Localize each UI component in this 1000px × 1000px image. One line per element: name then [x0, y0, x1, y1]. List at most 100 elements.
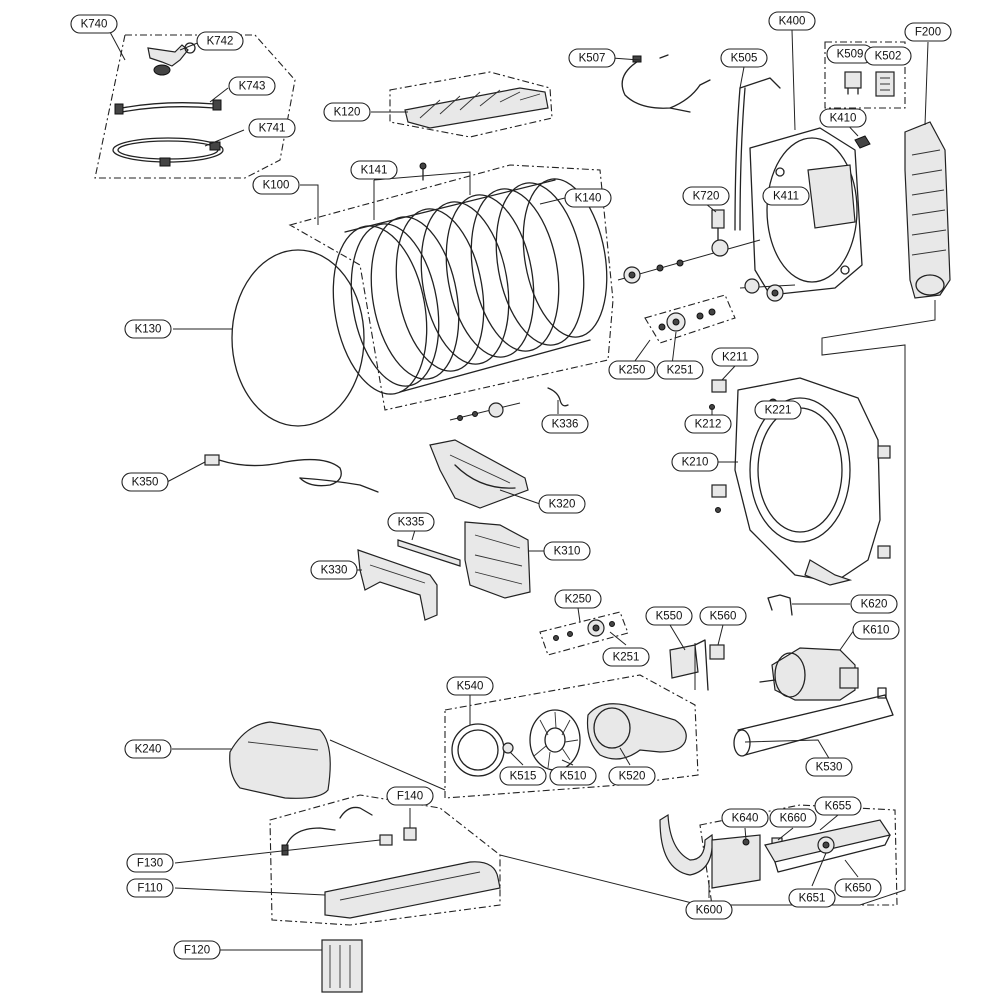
label-k502: K502	[864, 46, 912, 66]
part-k505-tube	[734, 77, 781, 231]
label-k330: K330	[310, 560, 358, 580]
label-k250b: K250	[554, 589, 602, 609]
part-k515-nut	[502, 742, 514, 754]
part-k210-front-bulkhead	[734, 377, 881, 586]
label-k620: K620	[850, 594, 898, 614]
group-outline-hoses	[94, 34, 296, 179]
part-k720-sensor	[711, 209, 725, 243]
label-text: K651	[799, 893, 826, 905]
part-k251-roller-upper	[658, 308, 716, 332]
part-k310-lint-filter	[464, 521, 531, 599]
label-text: K411	[773, 191, 799, 203]
label-text: K520	[619, 771, 646, 783]
label-k240: K240	[124, 739, 172, 759]
part-k140-drum	[332, 178, 608, 395]
label-k350: K350	[121, 472, 169, 492]
group-outline-heater	[269, 794, 501, 926]
label-text: F120	[184, 945, 210, 957]
label-text: K221	[765, 405, 792, 417]
label-text: F130	[137, 858, 163, 870]
part-k560-switch	[709, 644, 725, 660]
part-k550-bracket	[669, 639, 709, 691]
label-k130: K130	[124, 319, 172, 339]
label-text: K330	[321, 565, 348, 577]
part-k250-roller-lower	[553, 619, 615, 641]
part-k130-drum-seal	[231, 249, 365, 427]
label-k507: K507	[568, 48, 616, 68]
part-k742-y-connector	[147, 42, 196, 76]
part-k141-screw	[419, 162, 427, 181]
label-k251b: K251	[602, 647, 650, 667]
label-text: K509	[837, 49, 864, 61]
label-f140: F140	[386, 786, 434, 806]
part-f110-heater-housing	[324, 861, 501, 919]
label-k210: K210	[671, 452, 719, 472]
part-k410-part	[854, 135, 871, 149]
label-k400: K400	[768, 11, 816, 31]
label-k720: K720	[682, 186, 730, 206]
label-k743: K743	[228, 76, 276, 96]
label-k651: K651	[788, 888, 836, 908]
part-f140-thermostat	[379, 827, 417, 846]
connector-line-k240	[329, 739, 446, 791]
label-text: F110	[137, 883, 162, 895]
label-text: K130	[135, 324, 162, 336]
part-k540-gasket	[451, 723, 505, 777]
label-text: K742	[207, 36, 234, 48]
label-k100: K100	[252, 175, 300, 195]
label-k655: K655	[814, 796, 862, 816]
label-text: K100	[263, 180, 290, 192]
connector-line-base	[499, 854, 701, 906]
label-text: K120	[334, 107, 361, 119]
label-k211: K211	[711, 347, 759, 367]
group-outline-k250-upper	[644, 294, 736, 344]
part-roller-shaft-lower	[449, 402, 521, 421]
group-outline-blower	[444, 674, 699, 799]
part-k350-power-cord	[204, 454, 379, 493]
label-k540: K540	[446, 676, 494, 696]
part-k530-duct-tube	[733, 687, 894, 757]
label-k251a: K251	[656, 360, 704, 380]
label-text: K507	[579, 53, 606, 65]
label-k600: K600	[685, 900, 733, 920]
label-text: K336	[552, 419, 579, 431]
label-text: K400	[779, 16, 806, 28]
part-k509-switch	[844, 71, 862, 95]
label-k505: K505	[720, 48, 768, 68]
part-k510-blower-wheel	[529, 709, 581, 771]
part-k400-rear-bulkhead	[749, 127, 863, 296]
label-text: F200	[915, 27, 941, 39]
part-k651-pulley	[817, 836, 835, 854]
label-k510: K510	[549, 766, 597, 786]
part-k336-spring	[547, 387, 569, 407]
part-k741-hose-coil	[112, 137, 224, 167]
part-roller-shaft-mid	[739, 278, 796, 302]
label-f110: F110	[126, 878, 174, 898]
leader-lines	[109, 29, 929, 951]
label-text: K640	[732, 813, 759, 825]
label-text: K212	[695, 419, 722, 431]
part-labels: K740K742K743K741K120K141K100K140K130K507…	[70, 11, 952, 960]
part-k520-blower-housing	[586, 703, 687, 760]
part-k502-connector	[875, 71, 895, 97]
label-text: K251	[613, 652, 640, 664]
label-k610: K610	[852, 620, 900, 640]
label-text: K620	[861, 599, 888, 611]
group-outline-k120	[389, 71, 553, 138]
label-text: K560	[710, 611, 737, 623]
label-text: K240	[135, 744, 162, 756]
label-text: K540	[457, 681, 484, 693]
label-k741: K741	[248, 118, 296, 138]
label-text: K743	[239, 81, 266, 93]
label-k250a: K250	[608, 360, 656, 380]
label-k140: K140	[564, 188, 612, 208]
label-text: K505	[731, 53, 758, 65]
part-k335-strip	[397, 539, 461, 567]
label-text: K510	[560, 771, 587, 783]
label-f120: F120	[173, 940, 221, 960]
part-k620-clip	[767, 594, 793, 616]
group-outline-k250-lower	[539, 611, 629, 656]
label-text: K335	[398, 517, 425, 529]
label-text: K550	[656, 611, 683, 623]
label-text: K141	[361, 165, 388, 177]
